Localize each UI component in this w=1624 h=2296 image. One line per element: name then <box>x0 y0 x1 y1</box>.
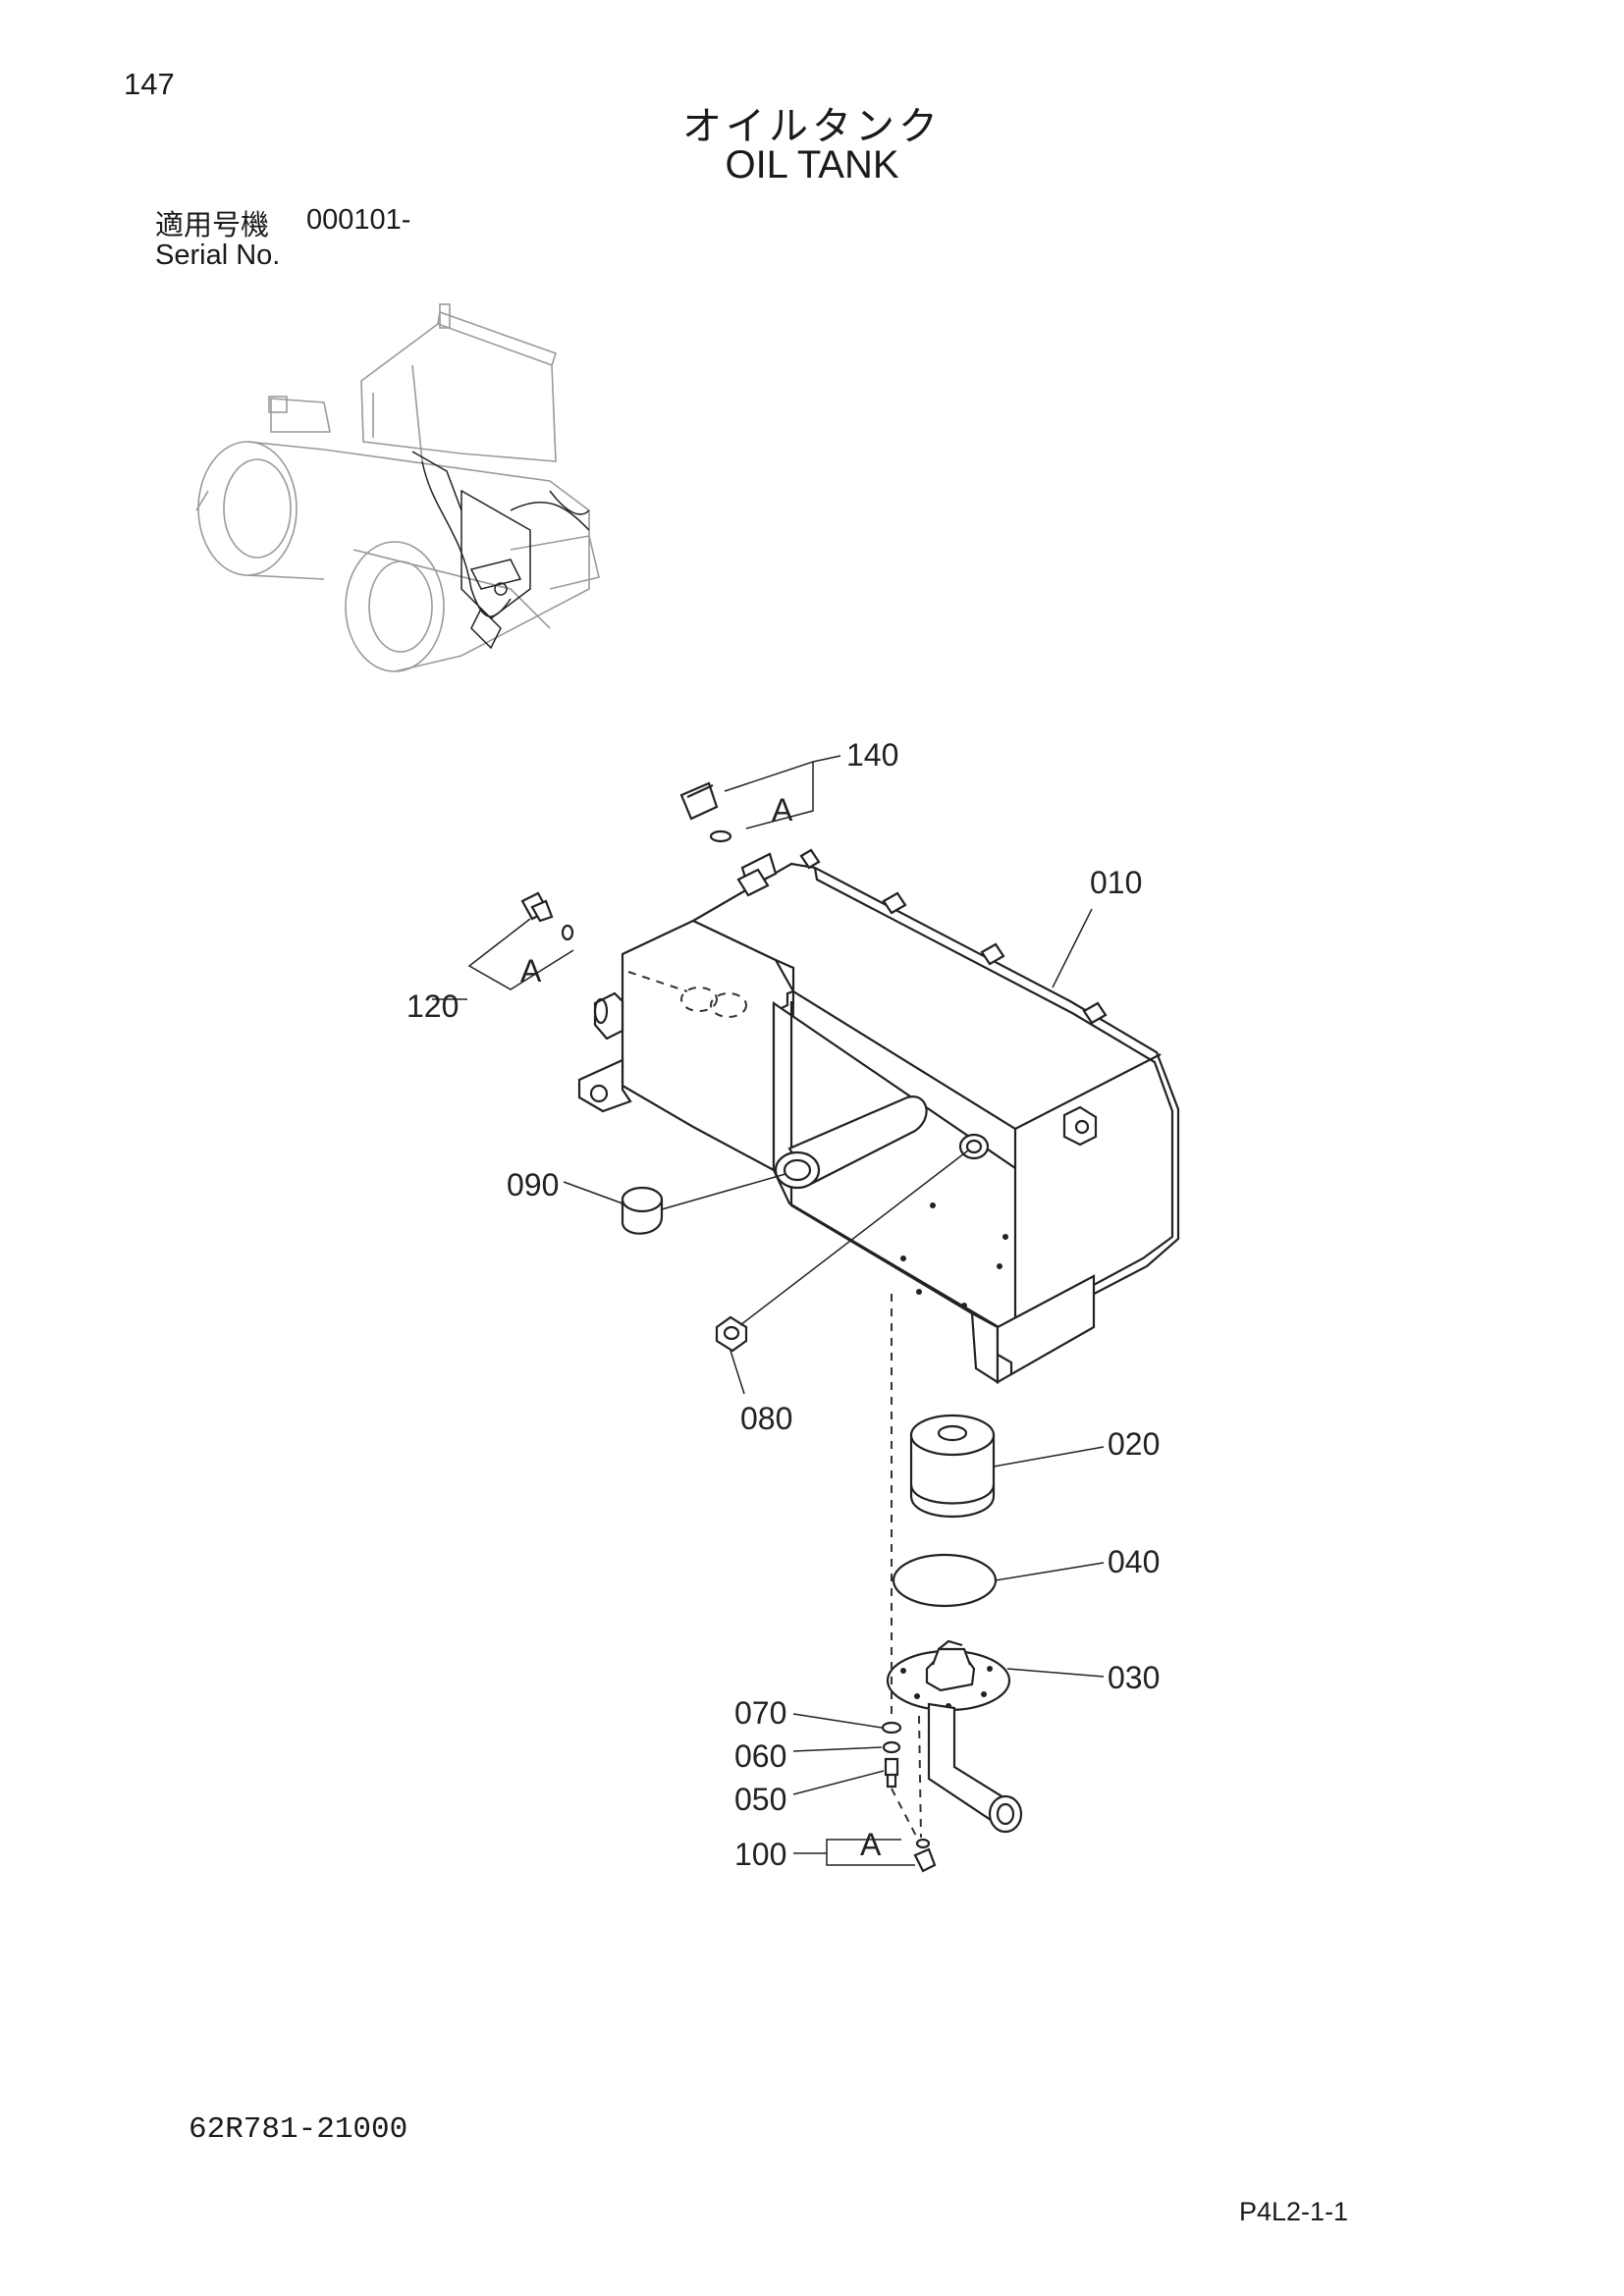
page-number: 147 <box>124 67 175 101</box>
callout-030: 030 <box>1108 1660 1160 1695</box>
plug-140 <box>679 755 841 843</box>
serial-label: Serial No. <box>155 240 281 271</box>
assembly-drop-line <box>891 1294 920 1842</box>
reference-a-left: A <box>520 953 542 988</box>
callout-060: 060 <box>734 1738 786 1774</box>
nut-080 <box>715 1149 969 1395</box>
callout-140: 140 <box>846 737 898 773</box>
drain-plug-100 <box>793 1838 937 1873</box>
serial-number-value: 000101- <box>306 204 411 236</box>
page-title: OIL TANK <box>725 143 899 187</box>
page-reference: P4L2-1-1 <box>1239 2197 1349 2226</box>
o-ring-040 <box>892 1553 1105 1608</box>
callout-050: 050 <box>734 1782 786 1817</box>
machine-locator-illustration <box>195 303 600 672</box>
callout-080: 080 <box>740 1401 792 1436</box>
callout-020: 020 <box>1108 1426 1160 1462</box>
document-code: 62R781-21000 <box>189 2112 408 2147</box>
cover-030 <box>886 1639 1105 1834</box>
assembly-drop-line-2 <box>918 1715 922 1839</box>
leader-010 <box>1052 908 1093 988</box>
callout-090: 090 <box>507 1167 559 1202</box>
callout-100: 100 <box>734 1837 786 1872</box>
plug-120 <box>467 891 574 990</box>
callout-010: 010 <box>1090 865 1142 900</box>
reference-a-top: A <box>772 792 793 828</box>
oil-tank-010 <box>577 848 1180 1385</box>
cap-090 <box>563 1173 786 1235</box>
callout-070: 070 <box>734 1695 786 1731</box>
serial-label-japanese: 適用号機 <box>155 208 270 241</box>
callout-040: 040 <box>1108 1544 1160 1579</box>
reference-a-bottom: A <box>860 1827 882 1862</box>
page-title-japanese: オイルタンク <box>682 104 942 149</box>
bolt-washer-stack <box>792 1713 902 1795</box>
callout-120: 120 <box>406 988 459 1024</box>
filter-020 <box>909 1414 1105 1519</box>
